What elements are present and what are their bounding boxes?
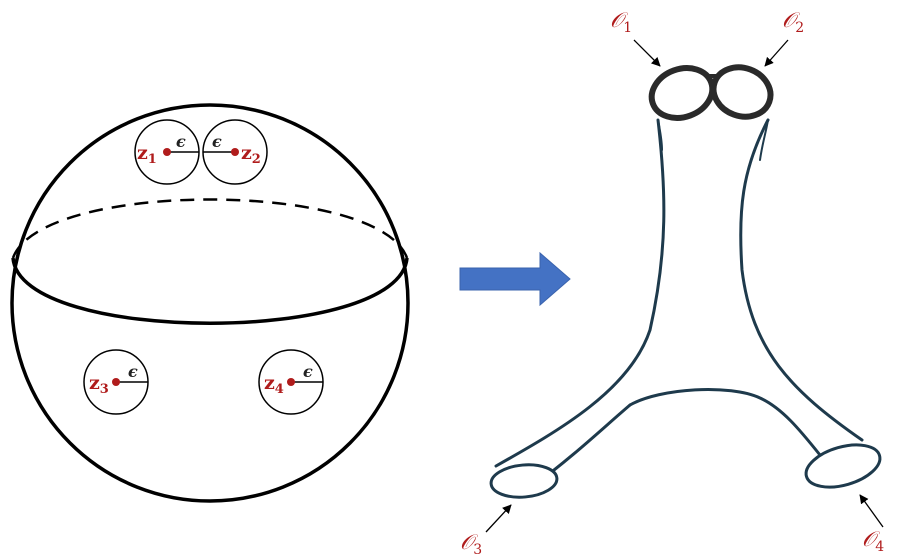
- epsilon-label: ϵ: [176, 132, 186, 151]
- epsilon-label: ϵ: [212, 132, 222, 151]
- puncture-point: [163, 148, 171, 156]
- pointer-arrow-o3: [485, 504, 512, 533]
- operator-label-o2: 𝒪2: [782, 8, 804, 36]
- puncture-point: [231, 148, 239, 156]
- boundary-circle-o4: [804, 443, 882, 489]
- epsilon-label: ϵ: [128, 362, 138, 381]
- puncture-disk-z4: z4 ϵ: [258, 349, 324, 415]
- pointer-arrow-o4: [859, 494, 884, 528]
- sphere-equator-front: [11, 257, 409, 325]
- puncture-disk-z3: z3 ϵ: [83, 349, 149, 415]
- operator-label-o3: 𝒪3: [460, 530, 482, 557]
- surface-figure: [489, 64, 882, 499]
- operator-label-o1: 𝒪1: [610, 8, 632, 36]
- puncture-point: [112, 378, 120, 386]
- puncture-disk-z1: z1 ϵ: [134, 119, 200, 185]
- epsilon-label: ϵ: [303, 362, 313, 381]
- puncture-disk-z2: z2 ϵ: [202, 119, 268, 185]
- pointer-arrow-o1: [633, 39, 661, 67]
- point-label: z3: [89, 372, 109, 397]
- pointer-arrow-o2: [764, 39, 789, 67]
- sphere-outline: [10, 103, 410, 503]
- surface-tube: [494, 118, 864, 489]
- puncture-point: [287, 378, 295, 386]
- boundary-circle-o3: [489, 463, 559, 499]
- sphere-equator-back: [11, 198, 409, 259]
- sphere-figure: z1 ϵ z2 ϵ z3 ϵ z4 ϵ: [10, 103, 410, 503]
- right-arrow-icon: [459, 251, 571, 307]
- operator-label-o4: 𝒪4: [862, 527, 884, 555]
- point-label: z4: [264, 372, 284, 397]
- point-label: z1: [137, 142, 157, 167]
- boundary-circle-o2: [710, 64, 774, 120]
- point-label: z2: [241, 142, 261, 167]
- boundary-circle-o1: [648, 65, 716, 121]
